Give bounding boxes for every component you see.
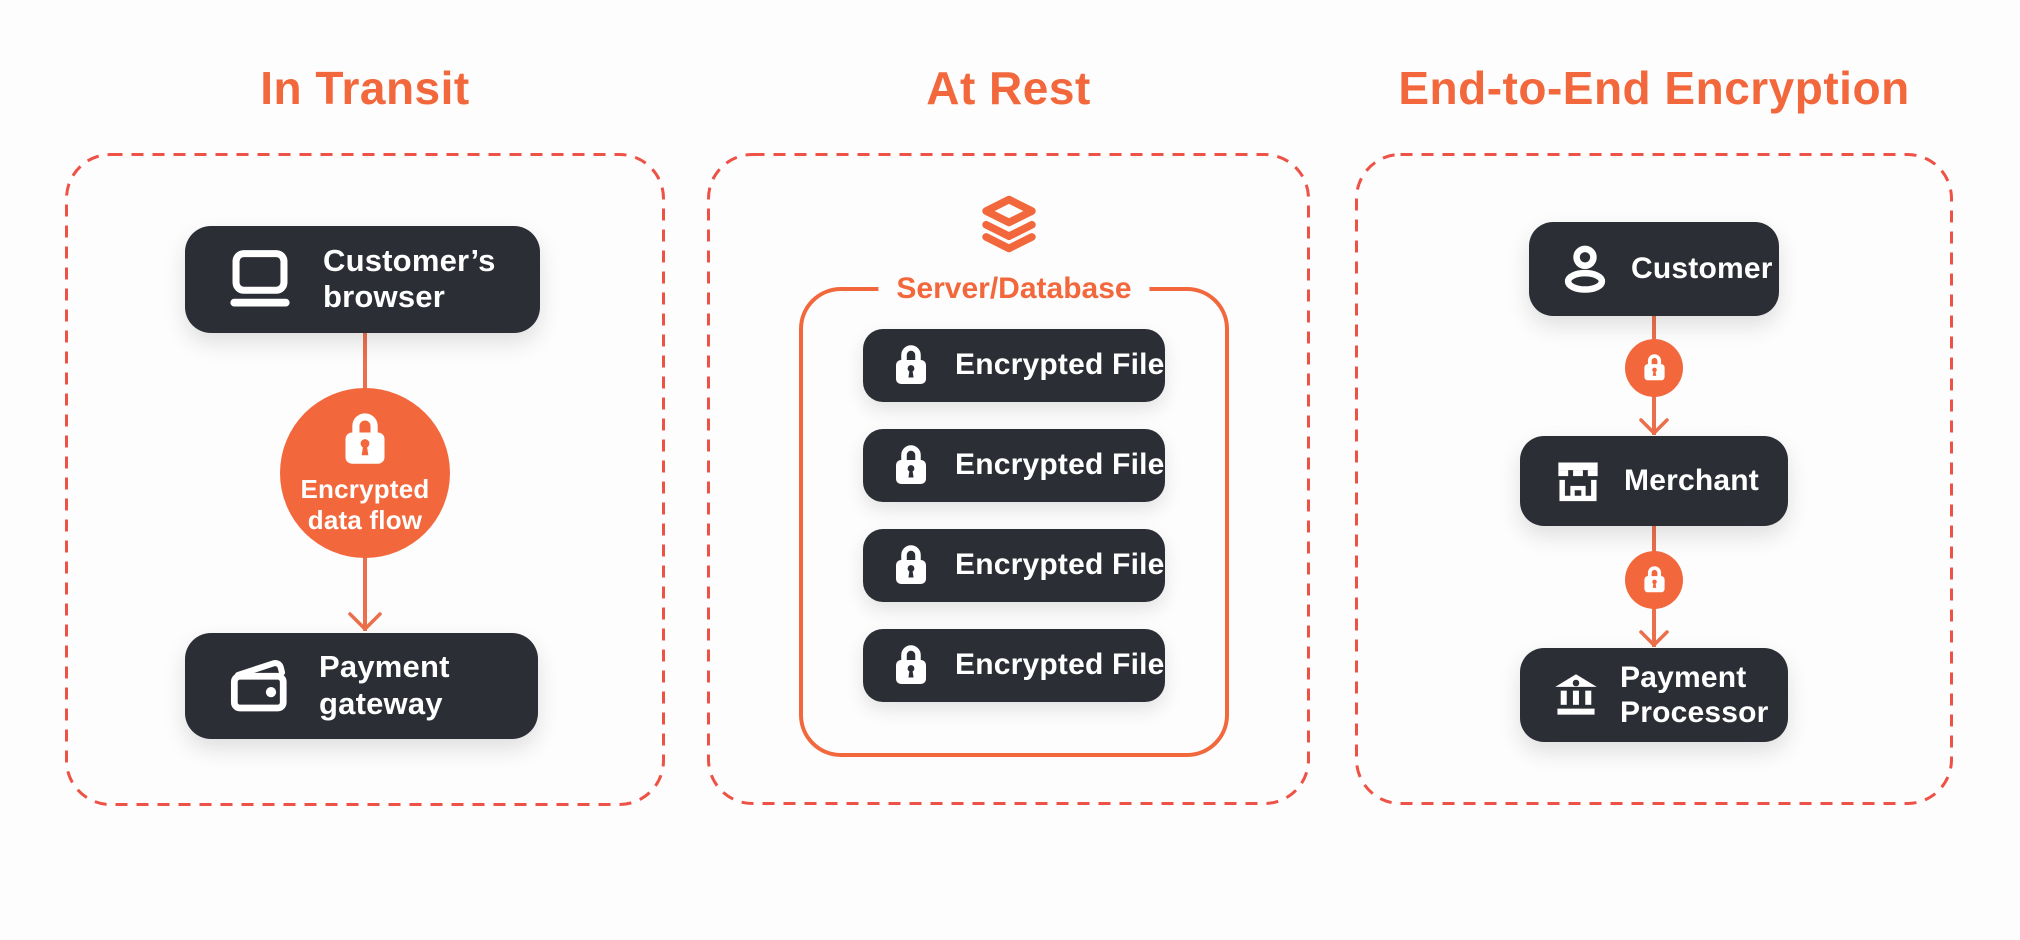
encrypted-file-label: Encrypted File [955,448,1165,482]
node-customers-browser: Customer’s browser [185,225,540,333]
node-payment-gateway: Payment gateway [185,632,538,739]
dashed-border-icon [1355,152,1953,805]
server-database-container: Server/Database Encrypted File [799,268,1229,757]
panel-at-rest: At Rest Server/Database [707,62,1310,805]
node-customer: Customer [1529,221,1779,316]
lock-icon [891,542,931,588]
lock-icon [891,642,931,688]
arrow-down-icon [347,611,383,633]
lock-icon [891,342,931,388]
arrow-down-icon [1638,417,1670,436]
panel-title-at-rest: At Rest [926,62,1091,114]
lock-badge [1625,550,1683,609]
lock-icon [1641,564,1668,595]
wallet-icon [227,656,293,716]
dashed-border-icon [65,152,665,806]
node-payment-processor: Payment Processor [1520,647,1788,742]
storefront-icon [1554,459,1602,503]
panel-title-in-transit: In Transit [260,62,470,114]
encrypted-file-row: Encrypted File [863,528,1165,602]
person-icon [1559,243,1611,295]
node-merchant: Merchant [1520,435,1788,526]
encrypted-file-label: Encrypted File [955,648,1165,682]
encrypted-file-row: Encrypted File [863,628,1165,702]
server-database-label: Server/Database [878,268,1150,308]
node-label: Customer [1631,252,1773,286]
lock-icon [1641,352,1668,383]
node-label: Payment gateway [319,649,450,721]
database-stack-icon [977,195,1041,253]
node-label: Payment Processor [1620,660,1769,729]
node-label: Customer’s browser [323,242,496,315]
panel-end-to-end: End-to-End Encryption Customer [1355,62,1953,805]
panel-in-transit: In Transit Customer’s browser [65,62,665,806]
end-to-end-boundary: Customer [1355,152,1953,805]
lock-icon [339,409,391,469]
lock-badge [1625,338,1683,397]
in-transit-boundary: Customer’s browser Encrypted data flow [65,152,665,806]
encrypted-file-row: Encrypted File [863,428,1165,502]
dashed-border-icon [707,152,1310,805]
lock-icon [891,442,931,488]
encrypted-file-label: Encrypted File [955,548,1165,582]
laptop-icon [223,248,297,310]
bank-icon [1552,672,1600,718]
encrypted-data-flow-badge: Encrypted data flow [280,387,450,558]
node-label: Merchant [1624,464,1759,498]
panel-title-end-to-end: End-to-End Encryption [1398,62,1910,114]
flow-badge-label: Encrypted data flow [300,473,430,536]
encrypted-file-label: Encrypted File [955,348,1165,382]
at-rest-boundary: Server/Database Encrypted File [707,152,1310,805]
encrypted-file-row: Encrypted File [863,328,1165,402]
arrow-down-icon [1638,629,1670,648]
